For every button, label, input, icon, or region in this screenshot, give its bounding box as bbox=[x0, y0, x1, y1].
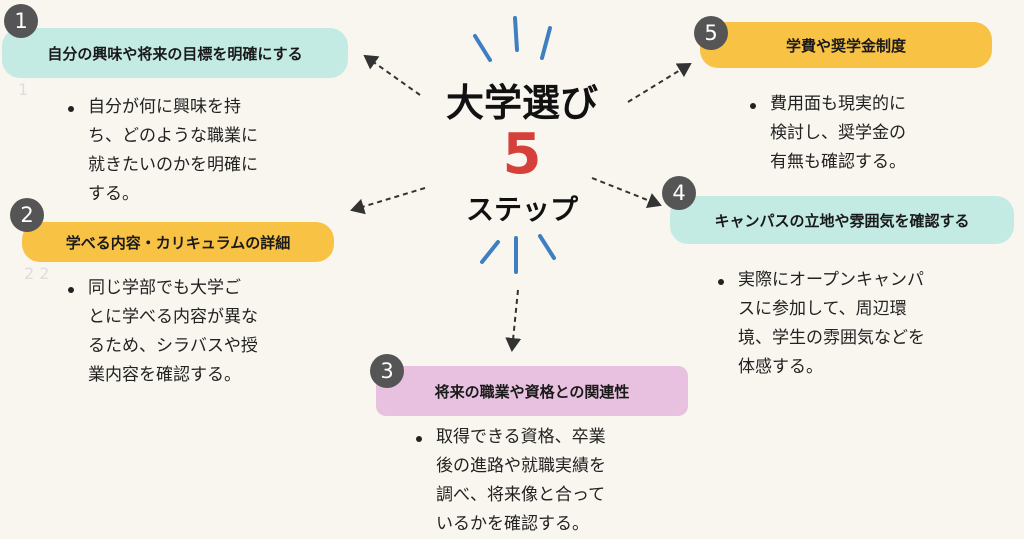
ghost-mark-1: 1 bbox=[18, 80, 29, 99]
step-4-number: 4 bbox=[662, 176, 696, 210]
step-3-number: 3 bbox=[370, 354, 404, 388]
step-3-label: 将来の職業や資格との関連性 bbox=[376, 366, 688, 416]
diagram-title-number: 5 bbox=[502, 122, 542, 187]
diagram-subtitle: ステップ bbox=[465, 193, 578, 226]
step-5-number: 5 bbox=[694, 16, 728, 50]
arrow-to-step1 bbox=[363, 54, 421, 96]
step-3-description: 取得できる資格、卒業後の進路や就職実績を調べ、将来像と合っているかを確認する。 bbox=[436, 427, 606, 534]
step-1-bullet bbox=[68, 106, 74, 112]
spark-lines-top bbox=[473, 16, 552, 62]
step-2-number: 2 bbox=[10, 198, 44, 232]
arrow-to-step3 bbox=[505, 289, 522, 352]
ghost-mark-2: 2 2 bbox=[24, 264, 50, 283]
step-5-bullet bbox=[750, 103, 756, 109]
step-2-label: 学べる内容・カリキュラムの詳細 bbox=[22, 222, 334, 262]
arrow-to-step5 bbox=[627, 62, 692, 103]
step-4-label: キャンパスの立地や雰囲気を確認する bbox=[670, 196, 1014, 244]
step-3-bullet bbox=[416, 436, 422, 442]
step-1-label: 自分の興味や将来の目標を明確にする bbox=[2, 28, 348, 78]
arrow-to-step4 bbox=[591, 177, 662, 209]
spark-lines-bottom bbox=[480, 234, 556, 274]
step-1-description: 自分が何に興味を持ち、どのような職業に就きたいのかを明確にする。 bbox=[88, 97, 258, 204]
step-4-description: 実際にオープンキャンパスに参加して、周辺環境、学生の雰囲気などを体感する。 bbox=[738, 270, 925, 377]
step-5-label: 学費や奨学金制度 bbox=[700, 22, 992, 68]
diagram-title: 大学選び bbox=[445, 81, 598, 125]
arrow-to-step2 bbox=[350, 187, 426, 215]
step-2-description: 同じ学部でも大学ごとに学べる内容が異なるため、シラバスや授業内容を確認する。 bbox=[88, 278, 258, 385]
step-4-bullet bbox=[718, 279, 724, 285]
step-1-number: 1 bbox=[4, 4, 38, 38]
step-2-bullet bbox=[68, 287, 74, 293]
step-5-description: 費用面も現実的に検討し、奨学金の有無も確認する。 bbox=[770, 94, 906, 172]
